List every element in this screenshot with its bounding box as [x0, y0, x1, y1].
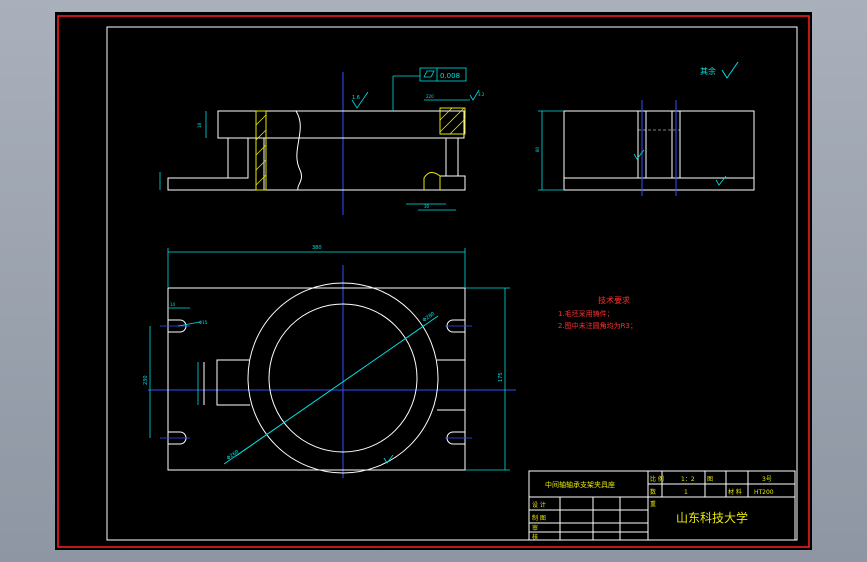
- tb-scale-value: 1：2: [681, 476, 695, 483]
- tb-drawing-value: 3号: [762, 476, 772, 483]
- note-item-1: 1.毛坯采用铸件；: [558, 309, 614, 318]
- front-break-line: [295, 110, 303, 191]
- hatch-line: [255, 129, 267, 141]
- roughness-symbol-side2: [715, 175, 727, 186]
- front-bottom-fillet: [423, 172, 441, 190]
- hatch-line: [255, 114, 267, 126]
- front-dim-bottom-label: 30: [424, 204, 430, 209]
- tb-weight-label: 重: [650, 500, 656, 508]
- hatch-line: [439, 107, 453, 121]
- plan-dim-slot-label: 14: [170, 302, 176, 307]
- technical-notes: 技术要求 1.毛坯采用铸件； 2.图中未注圆角均为R3；: [558, 295, 637, 330]
- roughness-value-front: 1.6: [352, 95, 360, 101]
- tb-design-label: 设 计: [532, 501, 546, 509]
- tolerance-frame: [419, 67, 467, 82]
- front-section-hatch-right: [439, 107, 466, 135]
- plan-left-boss: [216, 359, 250, 406]
- roughness-general-icon: [721, 61, 739, 79]
- tb-material-label: 材 料: [728, 488, 742, 496]
- plan-outer-ring: [247, 282, 439, 474]
- plan-hole-leader: [177, 321, 201, 327]
- tb-qty-value: 1: [684, 489, 688, 496]
- tolerance-value: 0.008: [440, 72, 460, 80]
- front-dim-top-label: 220: [426, 94, 434, 99]
- plan-hole-label: Φ15: [199, 320, 208, 325]
- notes-title: 技术要求: [598, 295, 630, 305]
- tb-school: 山东科技大学: [676, 510, 748, 525]
- front-view: 0.008 1.6 3.2 220 18 30: [159, 67, 485, 215]
- hatch-line: [255, 144, 267, 156]
- tb-drawing-label: 图: [707, 476, 713, 483]
- hatch-line: [439, 107, 465, 133]
- plan-diameter-leader-2: [235, 315, 439, 457]
- tb-draw-label: 制 图: [532, 514, 546, 522]
- hatch-line: [449, 118, 466, 135]
- title-block: 中间轴轴承支架夹具座 比 例 1：2 图 3号 数 1 材 料 HT200 重 …: [528, 470, 796, 541]
- side-view-body: [563, 110, 755, 191]
- tb-part-name: 中间轴轴承支架夹具座: [545, 480, 615, 489]
- plan-dim-height-label: 175: [498, 372, 504, 382]
- front-left-foot: [167, 175, 466, 191]
- roughness-symbol-side: [633, 149, 645, 160]
- plan-view: Φ260 Φ280 Φ15 380 175 230 14: [143, 245, 516, 478]
- roughness-symbol-plan: [383, 454, 394, 464]
- outer-border-frame: [57, 15, 810, 548]
- inner-border-frame: [106, 26, 798, 541]
- roughness-symbol-slot: [469, 89, 480, 101]
- hatch-line: [255, 159, 267, 171]
- plan-dim-left-label: 230: [143, 375, 149, 385]
- front-section-hatch-left: [255, 110, 267, 191]
- plan-dim-width-label: 380: [312, 245, 322, 251]
- tb-scale-label: 比 例: [650, 475, 664, 483]
- plan-inner-bore: [268, 303, 418, 453]
- model-space-background: [55, 12, 812, 550]
- front-dim-step-label: 18: [197, 122, 202, 128]
- roughness-symbol-front: [351, 91, 369, 109]
- tb-approve-label: 核: [532, 533, 538, 541]
- tb-material-value: HT200: [754, 489, 774, 496]
- front-top-plate: [217, 110, 465, 139]
- tb-qty-label: 数: [650, 488, 656, 496]
- note-item-2: 2.图中未注圆角均为R3；: [558, 321, 637, 330]
- plan-outline: [167, 287, 466, 471]
- side-view: 80 其余: [535, 61, 755, 196]
- roughness-note: 其余: [700, 66, 716, 76]
- hatch-line: [255, 174, 267, 186]
- flatness-icon: [423, 70, 435, 78]
- roughness-value-slot: 3.2: [478, 92, 485, 97]
- tb-review-label: 审: [532, 524, 538, 532]
- side-view-dim-label: 80: [535, 146, 540, 152]
